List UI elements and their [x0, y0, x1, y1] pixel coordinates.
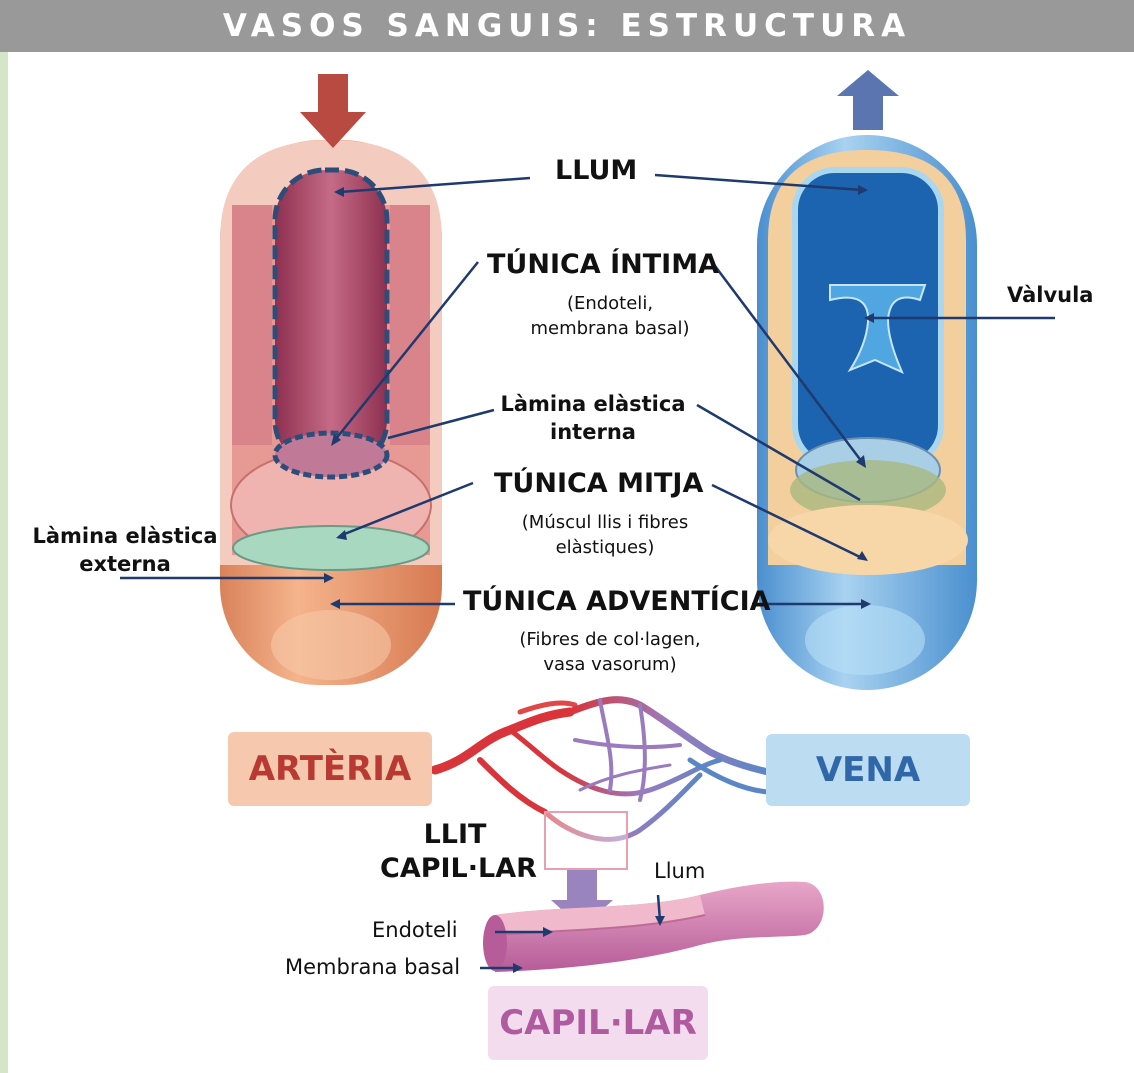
tunica-intima-desc-line2: membrana basal) — [495, 316, 725, 341]
lamina-externa-line1: Làmina elàstica — [30, 522, 220, 550]
tunica-adventicia-desc-line2: vasa vasorum) — [490, 652, 730, 677]
label-tunica-adventicia: TÚNICA ADVENTÍCIA — [463, 586, 771, 617]
arteria-box: ARTÈRIA — [228, 732, 432, 806]
label-endoteli: Endoteli — [372, 918, 458, 942]
artery-lumen-bottom — [275, 433, 387, 477]
label-membrana-basal: Membrana basal — [285, 955, 460, 979]
label-tunica-mitja: TÚNICA MITJA — [494, 468, 703, 499]
label-valvula: Vàlvula — [1007, 283, 1093, 307]
capillary-tube-illustration — [483, 882, 824, 972]
vein-flow-arrow — [837, 70, 899, 130]
lamina-interna-line1: Làmina elàstica — [498, 390, 688, 418]
vein-bottom-highlight — [805, 605, 925, 675]
label-lamina-externa: Làmina elàstica externa — [30, 522, 220, 578]
label-tunica-intima: TÚNICA ÍNTIMA — [487, 249, 719, 280]
lamina-interna-line2: interna — [498, 418, 688, 446]
llit-capillar-line1: LLIT — [380, 818, 530, 852]
label-tunica-mitja-desc: (Múscul llis i fibres elàstiques) — [490, 510, 720, 560]
llit-capillar-line2: CAPIL·LAR — [380, 852, 530, 886]
artery-flow-arrow — [300, 74, 366, 148]
artery-external-lamina — [233, 526, 429, 570]
tunica-mitja-desc-line2: elàstiques) — [490, 535, 720, 560]
artery-media-wall-right — [390, 205, 430, 445]
label-llum-capillar: Llum — [654, 859, 705, 883]
vena-box: VENA — [766, 734, 970, 806]
tunica-intima-desc-line1: (Endoteli, — [495, 291, 725, 316]
label-llum: LLUM — [555, 155, 637, 186]
artery-bottom-highlight — [271, 610, 391, 680]
label-tunica-intima-desc: (Endoteli, membrana basal) — [495, 291, 725, 341]
label-llit-capillar: LLIT CAPIL·LAR — [380, 818, 530, 886]
vein-illustration — [757, 135, 977, 690]
artery-media-wall-left — [232, 205, 272, 445]
tunica-mitja-desc-line1: (Múscul llis i fibres — [490, 510, 720, 535]
label-lamina-interna: Làmina elàstica interna — [498, 390, 688, 446]
vein-media-ring — [768, 505, 968, 575]
lamina-externa-line2: externa — [30, 550, 220, 578]
label-tunica-adventicia-desc: (Fibres de col·lagen, vasa vasorum) — [490, 627, 730, 677]
capillary-zoom-frame — [545, 812, 627, 869]
capillar-box: CAPIL·LAR — [488, 986, 708, 1060]
artery-lumen — [275, 170, 387, 470]
tunica-adventicia-desc-line1: (Fibres de col·lagen, — [490, 627, 730, 652]
